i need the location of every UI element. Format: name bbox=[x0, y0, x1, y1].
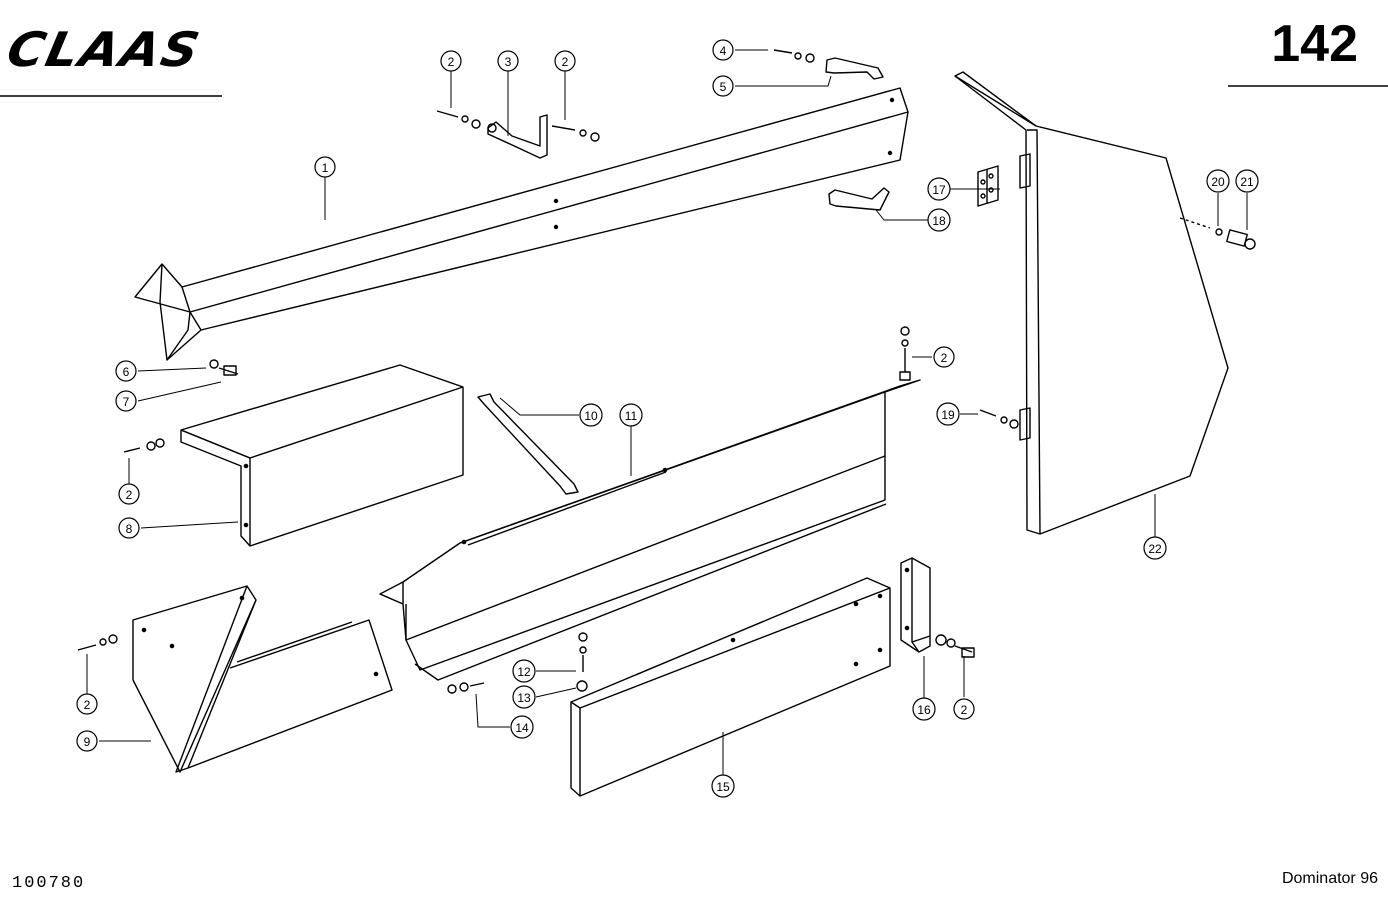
callout-markers: 1 2 3 2 4 5 6 7 2 8 10 11 2 9 12 13 14 1… bbox=[76, 39, 1259, 798]
hardware-2-top-right bbox=[899, 326, 911, 381]
callout-marker: 2 bbox=[933, 346, 955, 368]
callout-marker: 16 bbox=[912, 697, 936, 721]
callout-marker: 20 bbox=[1206, 169, 1230, 193]
callout-label: 17 bbox=[932, 183, 946, 197]
callout-marker: 7 bbox=[115, 390, 137, 412]
callout-marker: 17 bbox=[927, 177, 951, 201]
callout-marker: 2 bbox=[440, 50, 462, 72]
callout-label: 1 bbox=[322, 161, 329, 175]
part-3-bracket bbox=[436, 110, 600, 159]
hardware-6-7 bbox=[209, 359, 239, 376]
callout-label: 14 bbox=[515, 721, 529, 735]
callout-marker: 10 bbox=[579, 403, 603, 427]
callout-label: 4 bbox=[720, 44, 727, 58]
callout-label: 5 bbox=[720, 80, 727, 94]
callout-marker: 3 bbox=[497, 50, 519, 72]
part-11-lower-channel bbox=[379, 379, 921, 681]
callout-label: 2 bbox=[941, 351, 948, 365]
callout-label: 11 bbox=[625, 409, 638, 423]
callout-label: 2 bbox=[126, 488, 133, 502]
callout-marker: 15 bbox=[711, 774, 735, 798]
callout-marker: 4 bbox=[712, 39, 734, 61]
callout-label: 2 bbox=[961, 703, 968, 717]
callout-label: 13 bbox=[517, 691, 531, 705]
part-10-strap bbox=[477, 393, 579, 495]
callout-label: 12 bbox=[517, 665, 531, 679]
callout-label: 16 bbox=[917, 703, 931, 717]
callout-label: 18 bbox=[932, 214, 946, 228]
callout-marker: 2 bbox=[118, 483, 140, 505]
callout-label: 6 bbox=[123, 365, 130, 379]
callout-label: 9 bbox=[84, 735, 91, 749]
callout-marker: 14 bbox=[510, 715, 534, 739]
callout-label: 8 bbox=[126, 522, 133, 536]
callout-marker: 13 bbox=[512, 685, 536, 709]
callout-marker: 2 bbox=[554, 50, 576, 72]
model-name: Dominator 96 bbox=[1281, 870, 1378, 887]
callout-label: 20 bbox=[1211, 175, 1225, 189]
callout-marker: 2 bbox=[76, 693, 98, 715]
callout-marker: 2 bbox=[953, 698, 975, 720]
callout-marker: 1 bbox=[314, 156, 336, 178]
callout-label: 2 bbox=[562, 55, 569, 69]
leader-lines bbox=[86, 49, 1248, 775]
callout-marker: 9 bbox=[76, 730, 98, 752]
callout-label: 7 bbox=[123, 395, 130, 409]
part-9-corner-cover bbox=[77, 585, 393, 773]
part-16-angle bbox=[900, 557, 975, 658]
callout-marker: 6 bbox=[115, 360, 137, 382]
part-15-long-plate bbox=[570, 577, 891, 797]
part-5-strap bbox=[773, 49, 884, 80]
part-18-bracket bbox=[828, 187, 890, 211]
callout-marker: 5 bbox=[712, 75, 734, 97]
callout-label: 21 bbox=[1240, 175, 1254, 189]
hardware-12-13-14 bbox=[447, 632, 588, 694]
part-1-upper-channel bbox=[134, 87, 909, 361]
callout-marker: 18 bbox=[927, 208, 951, 232]
callout-marker: 12 bbox=[512, 659, 536, 683]
callout-label: 19 bbox=[941, 408, 955, 422]
callout-label: 3 bbox=[505, 55, 512, 69]
callout-marker: 8 bbox=[118, 517, 140, 539]
drawing-number: 100780 bbox=[12, 874, 86, 893]
callout-marker: 19 bbox=[936, 402, 960, 426]
callout-label: 10 bbox=[584, 409, 598, 423]
callout-marker: 21 bbox=[1235, 169, 1259, 193]
part-22-side-panel bbox=[954, 71, 1256, 535]
page-number: 142 bbox=[1271, 15, 1358, 73]
part-8-box-cover bbox=[123, 364, 464, 547]
callout-marker: 22 bbox=[1143, 536, 1167, 560]
callout-label: 22 bbox=[1148, 542, 1162, 556]
callout-label: 2 bbox=[448, 55, 455, 69]
callout-label: 15 bbox=[716, 780, 730, 794]
callout-label: 2 bbox=[84, 698, 91, 712]
hardware-19 bbox=[979, 409, 1019, 429]
part-17-hinge bbox=[977, 165, 999, 207]
callout-marker: 11 bbox=[619, 403, 643, 427]
